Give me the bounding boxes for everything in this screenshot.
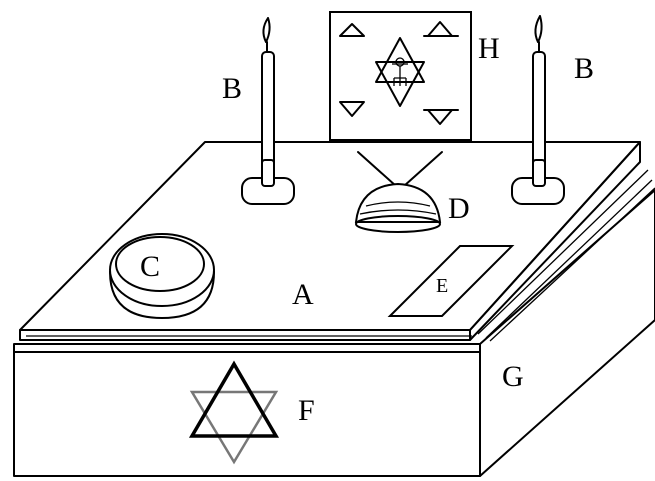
label-d: D [448,192,470,225]
label-b-right: B [574,52,594,85]
page-line [477,169,649,335]
flame-icon [534,15,543,43]
base-front-face [13,343,481,477]
bowl-rim [109,233,215,307]
incense-burner [354,151,443,233]
plate-shape [387,245,515,317]
burner-base [355,215,441,233]
framed-picture [329,11,472,141]
bowl-inner [115,236,205,292]
burner-ring [365,201,431,207]
triangle-icon [339,23,365,37]
front-star [188,360,280,465]
plate [387,245,515,317]
star-down-triangle [189,390,279,465]
label-f: F [298,394,315,427]
label-g: G [502,360,524,393]
candle-body-base [261,159,275,187]
burner-dome [354,182,442,223]
bowl [108,233,216,320]
top-front-edge [19,329,471,341]
incense-stick [403,151,443,187]
altar-top [19,141,655,342]
page-line [489,187,655,342]
label-e: E [436,275,448,297]
top-side-edge [469,141,641,341]
page-line [485,179,653,339]
label-b-left: B [222,72,242,105]
label-c: C [140,250,160,283]
flame-icon [262,17,271,43]
star-down-triangle [375,61,425,107]
triangle-icon [339,101,365,117]
sigil-icon [393,77,407,86]
burner-ring [359,209,437,215]
top-surface [19,141,641,331]
label-h: H [478,32,500,65]
incense-stick [357,151,397,187]
candle-left [241,17,295,205]
label-a: A [292,278,314,311]
star-up-triangle [188,360,280,438]
candle-right [511,15,565,205]
base-side-face [479,189,655,477]
candle-body-base [532,159,546,187]
